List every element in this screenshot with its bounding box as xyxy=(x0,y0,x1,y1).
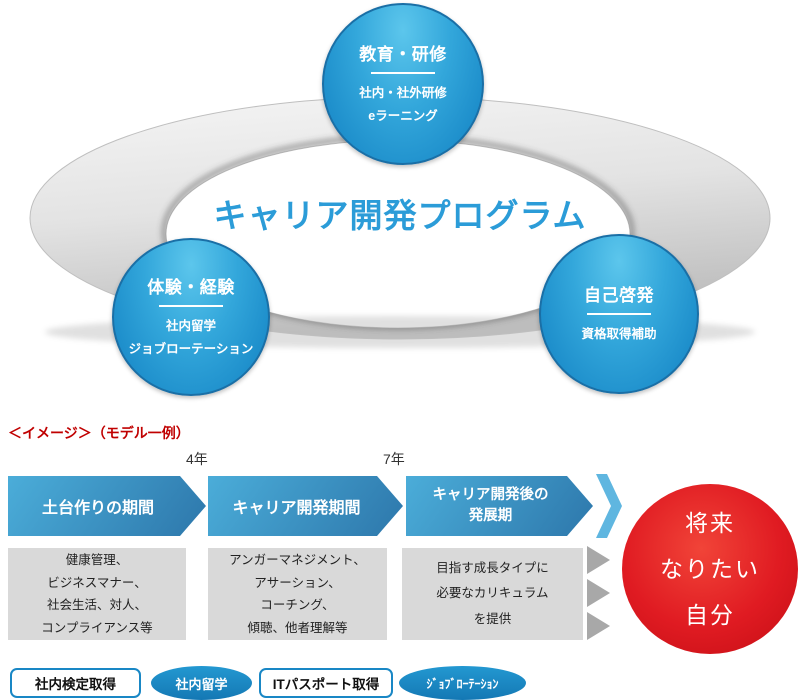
badge-it-passport: ITパスポート取得 xyxy=(259,668,393,698)
detail-line: アサーション、 xyxy=(254,575,341,590)
goal-circle: 将来 なりたい 自分 xyxy=(622,484,798,654)
detail-line: コンプライアンス等 xyxy=(41,620,153,635)
node-title: 教育・研修 xyxy=(359,44,447,64)
node-education-training: 教育・研修 社内・社外研修 eラーニング xyxy=(322,3,484,165)
stage-arrow-growth: キャリア開発後の 発展期 xyxy=(406,476,593,536)
stage-arrow-foundation: 土台作りの期間 xyxy=(8,476,206,536)
node-detail: eラーニング xyxy=(368,109,438,123)
stage-label: 土台作りの期間 xyxy=(41,500,154,517)
arrow-right-icon xyxy=(587,612,610,640)
arrow-right-icon xyxy=(587,579,610,607)
year-marker-7: 7年 xyxy=(383,451,405,467)
stage-details-development: アンガーマネジメント、 アサーション、 コーチング、 傾聴、他者理解等 xyxy=(208,548,387,640)
detail-line: 傾聴、他者理解等 xyxy=(247,620,348,635)
program-title: キャリア開発プログラム xyxy=(213,197,587,234)
goal-line: 自分 xyxy=(685,602,735,628)
stage-label: キャリア開発後の 発展期 xyxy=(432,486,549,524)
detail-line: 目指す成長タイプに xyxy=(436,560,549,575)
year-marker-4: 4年 xyxy=(186,451,208,467)
goal-line: 将来 xyxy=(685,510,735,536)
arrow-right-icon xyxy=(587,546,610,574)
stage-arrow-development: キャリア開発期間 xyxy=(208,476,403,536)
badge-internal-certification: 社内検定取得 xyxy=(10,668,141,698)
detail-line: ビジネスマナー、 xyxy=(47,575,147,590)
stage-details-growth: 目指す成長タイプに 必要なカリキュラム を提供 xyxy=(402,548,583,640)
badge-job-rotation: ｼﾞｮﾌﾞﾛｰﾃｰｼｮﾝ xyxy=(399,666,526,700)
node-detail: 社内・社外研修 xyxy=(359,85,447,100)
detail-line: 必要なカリキュラム xyxy=(436,586,549,601)
node-title: 自己啓発 xyxy=(584,286,654,306)
divider xyxy=(371,71,435,74)
node-self-development: 自己啓発 資格取得補助 xyxy=(539,234,699,394)
detail-line: アンガーマネジメント、 xyxy=(229,553,366,567)
detail-line: 健康管理、 xyxy=(65,553,129,567)
divider xyxy=(159,304,223,307)
node-detail: 資格取得補助 xyxy=(581,327,657,342)
detail-line: 社会生活、対人、 xyxy=(46,598,147,612)
divider xyxy=(587,313,651,316)
stage-label: キャリア開発期間 xyxy=(232,500,361,517)
node-detail: 社内留学 xyxy=(165,318,216,333)
detail-line: コーチング、 xyxy=(260,598,335,612)
model-caption: ＜イメージ＞（モデル一例） xyxy=(8,425,190,441)
node-detail: ジョブローテーション xyxy=(128,342,254,356)
stage-details-foundation: 健康管理、 ビジネスマナー、 社会生活、対人、 コンプライアンス等 xyxy=(8,548,186,640)
badge-internal-study-abroad: 社内留学 xyxy=(151,666,252,700)
detail-line: を提供 xyxy=(473,611,512,626)
goal-line: なりたい xyxy=(660,556,760,582)
node-title: 体験・経験 xyxy=(147,277,235,297)
node-experience: 体験・経験 社内留学 ジョブローテーション xyxy=(112,238,270,396)
chevron-icon xyxy=(596,474,622,538)
